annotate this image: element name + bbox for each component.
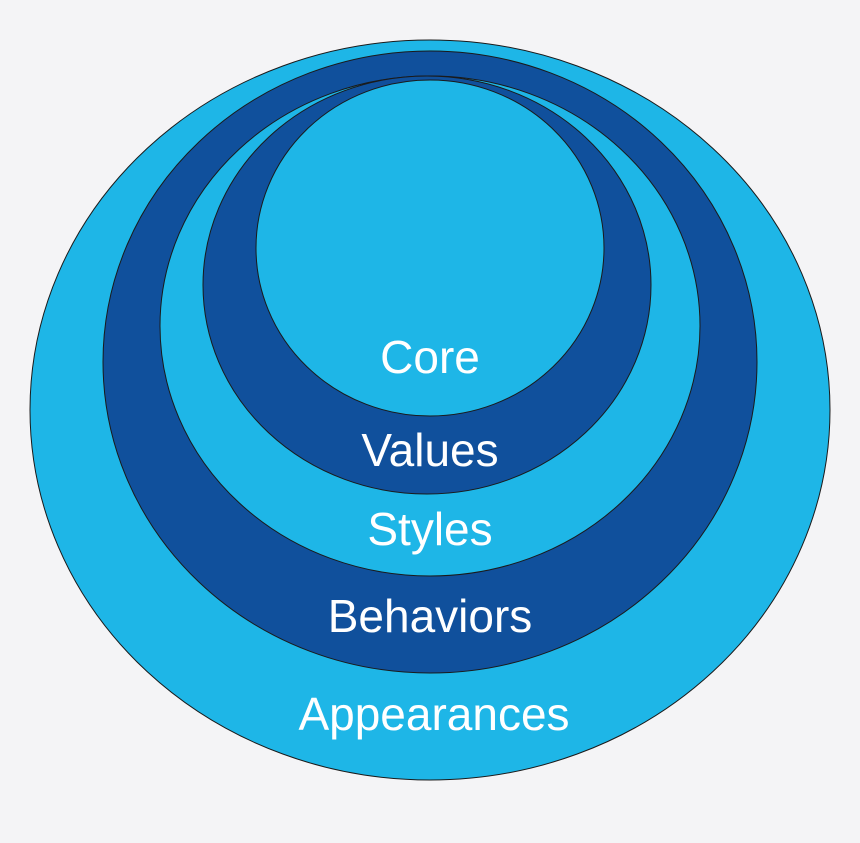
layer-core [255, 79, 605, 417]
label-behaviors: Behaviors [328, 590, 533, 642]
label-core: Core [380, 331, 480, 383]
label-appearances: Appearances [298, 688, 569, 740]
label-values: Values [361, 424, 498, 476]
label-styles: Styles [367, 503, 492, 555]
